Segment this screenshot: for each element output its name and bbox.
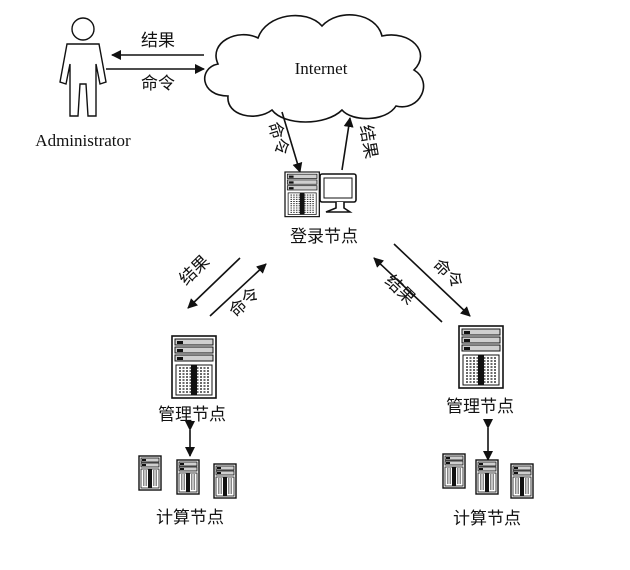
left-compute-label: 计算节点 [156,508,224,528]
result-arrow-left-mgmt [187,257,241,309]
administrator-icon [59,17,107,117]
right-compute-server-3 [510,463,534,499]
left-mgmt-label: 管理节点 [158,405,226,425]
left-compute-server-1 [138,455,162,491]
administrator-label: Administrator [35,131,131,150]
command-arrow-left-mgmt [209,263,267,317]
command-arrow-right-mgmt [393,243,471,317]
login-monitor-icon [319,173,357,213]
left-mgmt-server-icon [171,335,217,399]
result-label-right-mgmt: 结果 [381,271,419,309]
right-mgmt-label: 管理节点 [446,397,514,417]
internet-label: Internet [295,59,348,78]
result-label-admin: 结果 [141,31,175,51]
right-mgmt-server-icon [458,325,504,389]
right-compute-server-1 [442,453,466,489]
result-label-internet: 结果 [355,123,381,160]
command-label-admin: 命令 [141,74,175,94]
result-arrow-internet [341,117,354,171]
left-compute-server-3 [213,463,237,499]
command-label-internet: 命令 [263,120,292,158]
command-arrow-internet [281,111,303,173]
login-server-icon [284,171,320,218]
internet-cloud [203,14,425,123]
command-label-left-mgmt: 命令 [226,284,264,322]
left-compute-server-2 [176,459,200,495]
login-node-label: 登录节点 [290,227,358,247]
right-compute-label: 计算节点 [453,509,521,529]
result-arrow-right-mgmt [373,257,443,323]
result-label-left-mgmt: 结果 [176,252,214,290]
command-label-right-mgmt: 命令 [429,255,467,293]
right-compute-server-2 [475,459,499,495]
